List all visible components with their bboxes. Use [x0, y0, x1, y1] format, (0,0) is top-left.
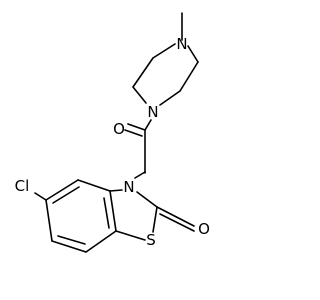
- atom-s-ring: S: [146, 231, 156, 249]
- bond-co-a: [127, 123, 146, 131]
- atom-n-top: N: [176, 35, 187, 53]
- atom-o-lactam: O: [198, 220, 210, 238]
- bond-benz-4: [45, 199, 53, 242]
- bond-pip-1: [152, 43, 176, 59]
- bond-pip-4: [159, 90, 181, 106]
- atom-n-mid: N: [147, 103, 158, 121]
- bond-n-c3a: [109, 189, 123, 192]
- bond-benz-2: [85, 230, 117, 253]
- bond-pip-2: [132, 57, 154, 88]
- bonds: [34, 12, 199, 253]
- bond-benz-1-inner: [103, 197, 110, 229]
- bond-benz-6: [77, 179, 111, 192]
- bond-lactam-b: [159, 213, 195, 232]
- bond-benz-3: [51, 240, 87, 253]
- bond-benz-5-inner: [52, 186, 80, 204]
- atom-labels: N N O N Cl O S: [15, 35, 210, 249]
- bond-benz-5: [45, 179, 79, 201]
- bond-s-c7a: [115, 230, 146, 241]
- bond-pip-3: [132, 86, 147, 104]
- bond-benz-1: [109, 190, 117, 232]
- atom-cl: Cl: [15, 177, 30, 195]
- structure-svg: N N O N Cl O S: [15, 12, 210, 253]
- bond-n-carbonyl: [144, 119, 152, 131]
- molecule-diagram: N N O N Cl O S: [14, 12, 210, 253]
- bond-pip-5: [179, 61, 199, 92]
- bond-n-c2: [136, 191, 158, 208]
- atom-o-ketone: O: [113, 120, 125, 138]
- atom-n-ring: N: [123, 178, 134, 196]
- bond-pip-6: [187, 45, 199, 63]
- bond-lactam-a: [156, 206, 195, 227]
- bond-ch2-nring: [134, 171, 146, 179]
- bond-co-b: [124, 129, 143, 137]
- bond-benz-3-inner: [57, 235, 86, 245]
- bond-c-cl: [34, 192, 47, 201]
- bond-c2-s: [152, 206, 158, 233]
